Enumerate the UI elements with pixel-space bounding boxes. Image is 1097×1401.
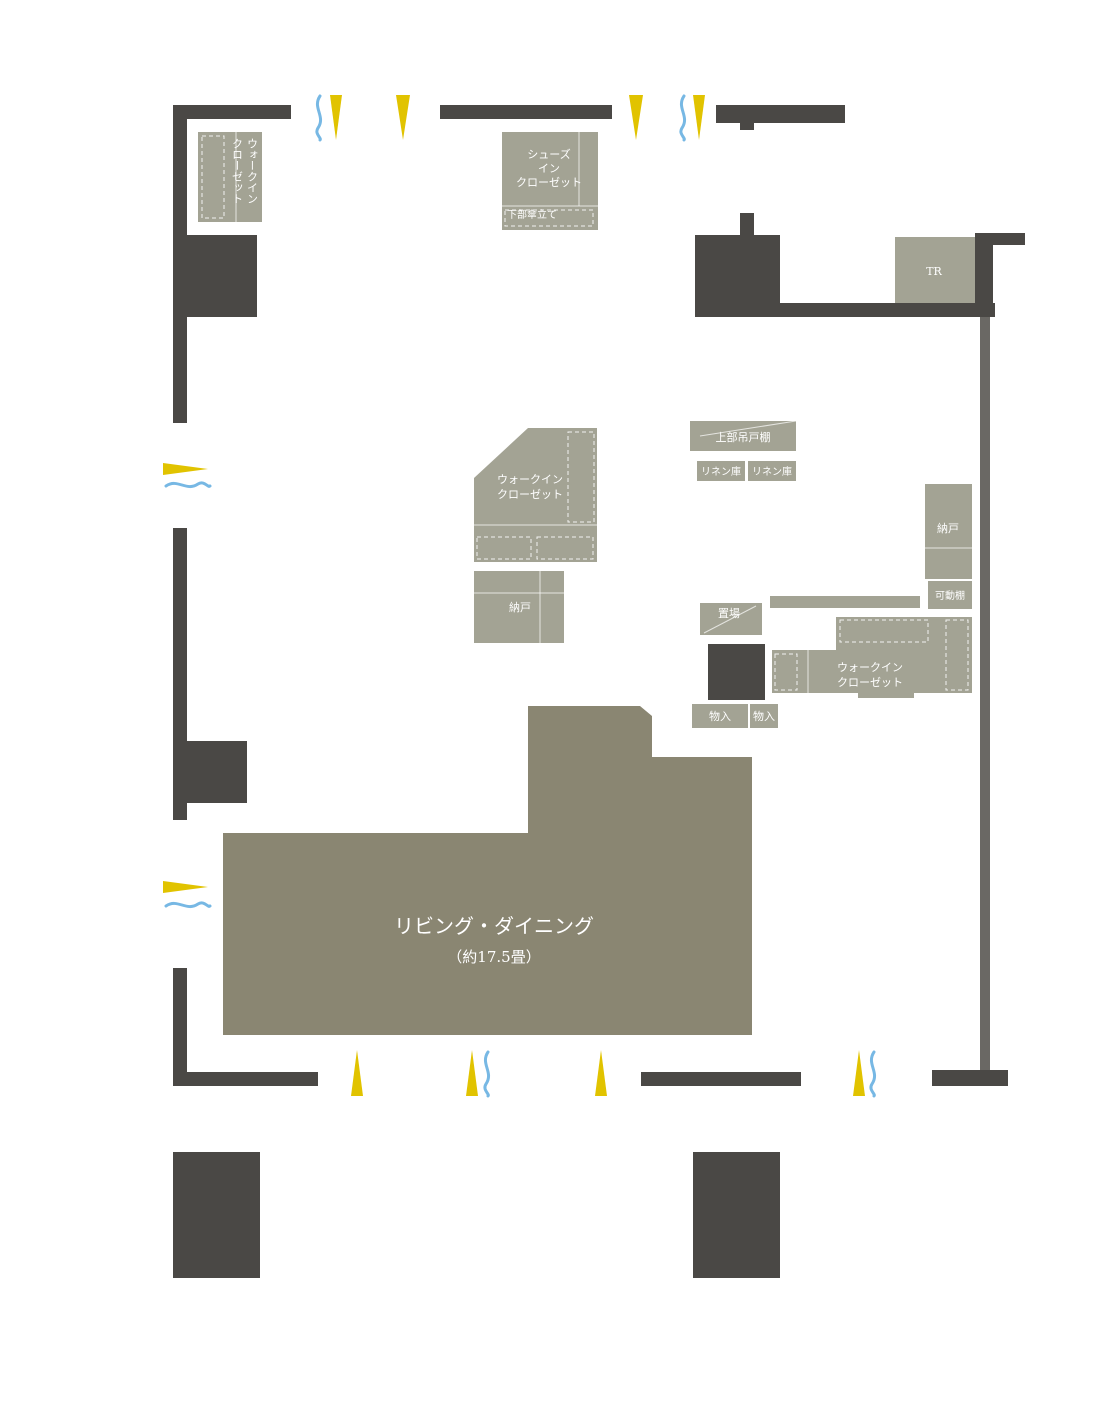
closet-1-label: 物入 — [709, 709, 731, 723]
upper-cabinet-label: 上部吊戸棚 — [716, 430, 771, 444]
shelf-strip — [770, 596, 920, 608]
umbrella-stand-label: 下部傘立て — [507, 208, 557, 221]
wic-top-left-label-1: ウォークイン — [246, 138, 259, 204]
living-dining-area — [223, 706, 752, 1035]
wall-bottom-mid — [641, 1072, 801, 1086]
wind-icon — [164, 481, 212, 489]
living-dining-label: リビング・ダイニング — [394, 914, 594, 938]
wind-icon — [164, 901, 212, 909]
sunlight-indicators — [163, 95, 865, 1096]
linen-storage-2-label: リネン庫 — [752, 465, 792, 478]
wind-icon — [869, 1050, 877, 1098]
storage-center — [474, 571, 564, 643]
walls — [173, 105, 1025, 1278]
shoes-closet — [502, 132, 598, 230]
shoes-closet-label-2: イン — [538, 162, 560, 175]
pillar-center — [708, 644, 765, 700]
shoes-closet-label-3: クローゼット — [516, 176, 582, 189]
linen-storage-2 — [748, 461, 796, 481]
wall-tr-bottom — [695, 303, 995, 317]
storage-blocks — [198, 132, 975, 728]
wic-right-base — [858, 690, 914, 698]
wall-top-mid — [440, 105, 612, 119]
light-icon — [163, 463, 208, 475]
wall-stub — [740, 213, 754, 237]
wic-right-top — [836, 617, 972, 693]
storage-right-label: 納戸 — [937, 522, 959, 535]
wic-right-label-1: ウォークイン — [837, 661, 903, 674]
wall-top-right — [716, 105, 845, 123]
storage-center-label: 納戸 — [509, 601, 531, 614]
wic-top-left — [198, 132, 262, 222]
storage-details — [201, 132, 972, 693]
shoes-closet-label-1: シューズ — [527, 147, 570, 161]
wall-bottom-right — [932, 1070, 1008, 1086]
upper-cabinet — [690, 421, 796, 451]
light-icon — [396, 95, 410, 140]
toilet-label: TR — [926, 265, 942, 278]
light-icon — [330, 95, 342, 140]
closet-2 — [750, 704, 778, 728]
light-icon — [466, 1050, 478, 1096]
wic-center-label-1: ウォークイン — [497, 473, 563, 486]
pillar-left-upper — [173, 235, 257, 317]
wall-left-top-cap — [173, 105, 291, 119]
living-dining-area-text: （約17.5畳） — [447, 948, 540, 966]
wic-top-left-label-2: クローゼット — [231, 138, 244, 204]
wind-icon — [315, 94, 323, 142]
wind-icon — [679, 94, 687, 142]
wall-left-bottom — [173, 968, 187, 1086]
ventilation-indicators — [164, 94, 877, 1098]
closet-2-label: 物入 — [753, 709, 775, 723]
toilet-room — [895, 237, 975, 303]
wall-right — [980, 317, 990, 1070]
wall-bottom-left — [173, 1072, 318, 1086]
wic-right-label-2: クローゼット — [837, 676, 903, 689]
room-labels: ウォークイン クローゼット シューズ イン クローゼット 下部傘立て TR 上部… — [231, 138, 966, 723]
storage-right — [925, 484, 972, 579]
light-icon — [629, 95, 643, 140]
wall-top-right-notch — [740, 118, 754, 130]
placement-label: 置場 — [718, 607, 740, 620]
light-icon — [595, 1050, 607, 1096]
linen-storage-1 — [697, 461, 745, 481]
pillar-left-lower — [173, 741, 247, 803]
light-icon — [853, 1050, 865, 1096]
light-icon — [163, 881, 208, 893]
linen-storage-1-label: リネン庫 — [701, 465, 741, 478]
wind-icon — [483, 1050, 491, 1098]
light-icon — [351, 1050, 363, 1096]
closet-1 — [692, 704, 748, 728]
column-outdoor-left — [173, 1152, 260, 1278]
wic-center — [474, 428, 597, 562]
wall-tr-right — [975, 233, 993, 317]
column-outdoor-right — [693, 1152, 780, 1278]
wic-center-label-2: クローゼット — [497, 488, 563, 501]
adjustable-shelf-block — [928, 581, 972, 609]
adjustable-shelf-label: 可動棚 — [935, 589, 965, 602]
light-icon — [693, 95, 705, 140]
